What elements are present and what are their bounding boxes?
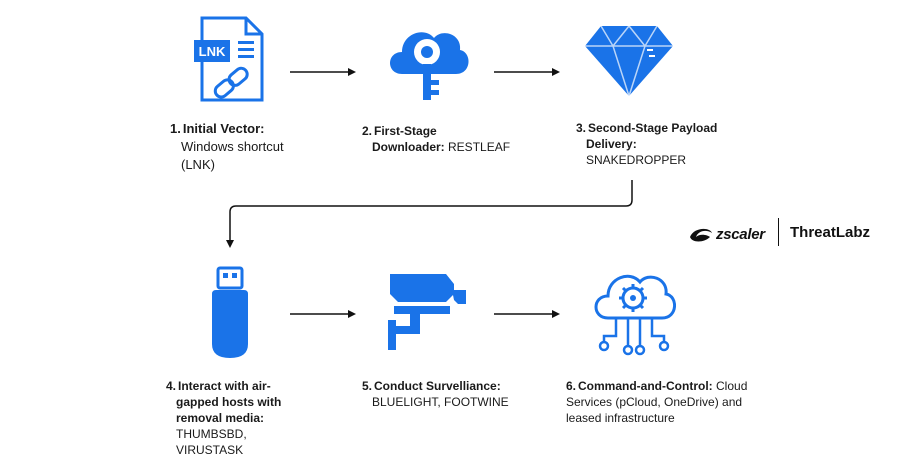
step-1-label: 1.Initial Vector: Windows shortcut (LNK)	[170, 120, 330, 174]
step-3-number: 3.	[576, 121, 587, 135]
lnk-file-icon: LNK	[190, 14, 268, 104]
step-5-number: 5.	[362, 379, 373, 393]
zscaler-logo: zscaler	[688, 223, 765, 245]
step-4-detail-line1: THUMBSBD,	[176, 427, 247, 441]
connector-3-to-4	[222, 178, 642, 257]
threatlabz-logo: ThreatLabz	[790, 224, 871, 241]
step-2-title-line1: First-Stage	[374, 124, 437, 138]
diamond-icon	[583, 22, 675, 99]
step-6-detail-line1: Cloud	[716, 379, 748, 393]
step-5-label: 5.Conduct Survelliance: BLUELIGHT, FOOTW…	[362, 378, 562, 410]
step-2-label: 2.First-Stage Downloader: RESTLEAF	[362, 123, 542, 155]
step-3-title-line1: Second-Stage Payload	[588, 121, 718, 135]
step-2-detail: RESTLEAF	[448, 140, 511, 154]
arrow-2-to-3	[494, 64, 562, 82]
step-3-title-line2: Delivery:	[586, 137, 637, 151]
arrow-1-to-2	[290, 64, 358, 82]
brand-divider	[778, 218, 779, 246]
arrow-5-to-6	[494, 306, 562, 324]
step-6-detail-line2: Services (pCloud, OneDrive) and	[566, 395, 743, 409]
step-4-detail-line2: VIRUSTASK	[176, 443, 244, 457]
step-3-label: 3.Second-Stage Payload Delivery: SNAKEDR…	[576, 120, 776, 168]
step-2-number: 2.	[362, 124, 373, 138]
cloud-gear-network-icon	[590, 262, 676, 362]
step-2-title-line2: Downloader:	[372, 140, 445, 154]
step-6-label: 6.Command-and-Control: Cloud Services (p…	[566, 378, 796, 426]
step-6-detail-line3: leased infrastructure	[566, 411, 675, 425]
step-5-detail: BLUELIGHT, FOOTWINE	[372, 395, 509, 409]
step-1-title: Initial Vector:	[182, 121, 265, 136]
step-4-title-line2: gapped hosts with	[176, 395, 282, 409]
security-camera-icon	[384, 268, 470, 354]
cloud-key-icon	[382, 14, 472, 106]
step-5-title: Conduct Survelliance:	[374, 379, 501, 393]
step-4-label: 4.Interact with air- gapped hosts with r…	[166, 378, 346, 458]
zscaler-swoosh-icon	[690, 228, 712, 242]
usb-drive-icon	[208, 266, 252, 362]
step-1-detail-line2: (LNK)	[181, 157, 215, 172]
step-4-title-line1: Interact with air-	[178, 379, 271, 393]
arrow-4-to-5	[290, 306, 358, 324]
step-1-number: 1.	[170, 121, 181, 136]
step-4-title-line3: removal media:	[176, 411, 265, 425]
step-3-detail: SNAKEDROPPER	[586, 153, 687, 167]
brand-zscaler-text: zscaler	[716, 225, 765, 243]
step-1-detail-line1: Windows shortcut	[181, 139, 284, 154]
step-6-title: Command-and-Control:	[578, 379, 713, 393]
step-6-number: 6.	[566, 379, 577, 393]
step-4-number: 4.	[166, 379, 177, 393]
lnk-icon-text: LNK	[199, 44, 226, 59]
